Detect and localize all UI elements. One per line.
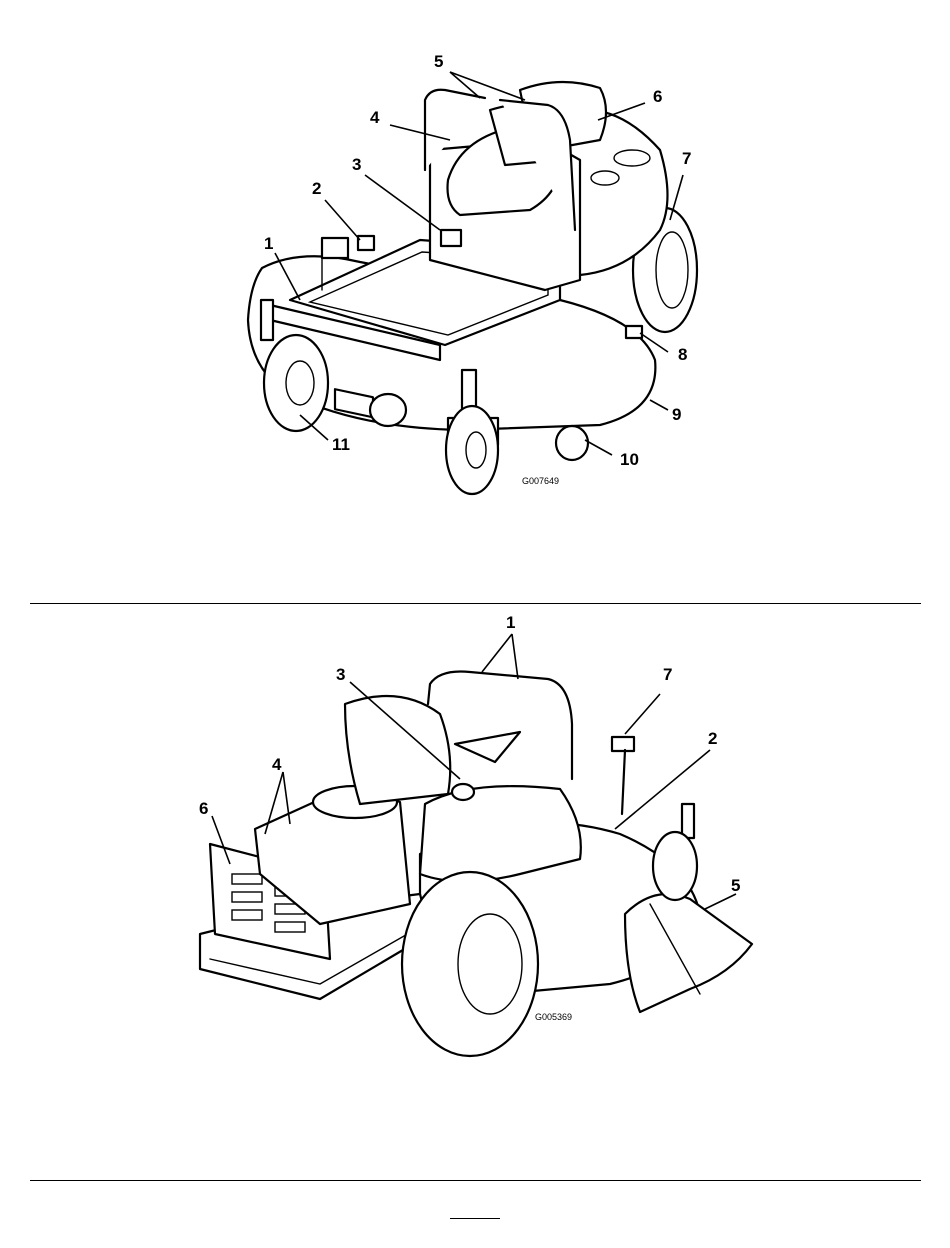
callout-4: 4 xyxy=(370,108,380,127)
callout-2: 2 xyxy=(708,729,717,748)
callout-7: 7 xyxy=(663,665,672,684)
mower-front-illustration: 1 2 3 4 5 6 7 8 9 10 11 G007649 xyxy=(0,0,950,520)
callout-1: 1 xyxy=(506,613,515,632)
figure-rear-view: 1 2 3 4 5 6 7 G005369 xyxy=(0,604,950,1104)
callout-3: 3 xyxy=(352,155,361,174)
section-divider xyxy=(30,1180,921,1181)
callout-6: 6 xyxy=(199,799,208,818)
callout-11: 11 xyxy=(332,435,350,454)
mower-rear-illustration: 1 2 3 4 5 6 7 G005369 xyxy=(0,604,950,1104)
figure-id-label: G005369 xyxy=(535,1012,572,1022)
callout-8: 8 xyxy=(678,345,687,364)
callout-2: 2 xyxy=(312,179,321,198)
callout-5: 5 xyxy=(731,876,740,895)
callout-5: 5 xyxy=(434,52,443,71)
callout-9: 9 xyxy=(672,405,681,424)
callout-6: 6 xyxy=(653,87,662,106)
callout-7: 7 xyxy=(682,149,691,168)
figure-id-label: G007649 xyxy=(522,476,559,486)
callout-1: 1 xyxy=(264,234,273,253)
callout-10: 10 xyxy=(620,450,639,469)
figure-front-view: 1 2 3 4 5 6 7 8 9 10 11 G007649 xyxy=(0,0,950,520)
callout-3: 3 xyxy=(336,665,345,684)
callout-4: 4 xyxy=(272,755,282,774)
page-number-line xyxy=(450,1218,500,1219)
